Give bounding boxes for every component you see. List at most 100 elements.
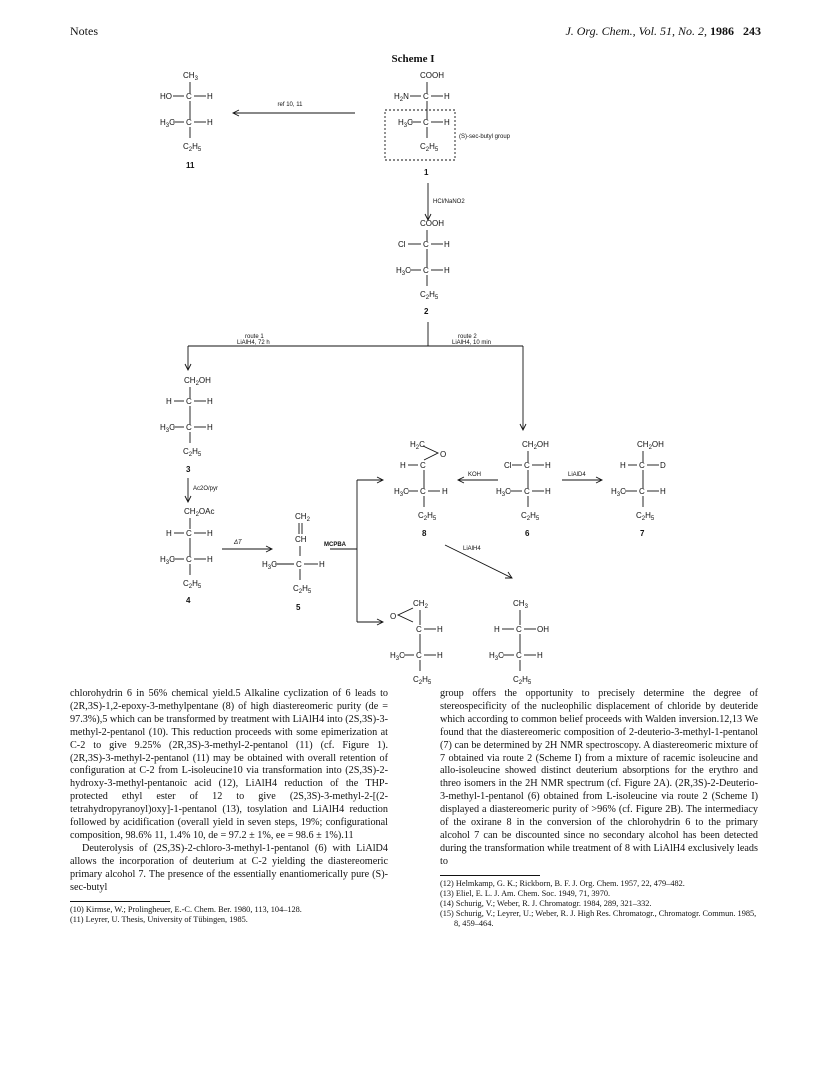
svg-text:C: C — [420, 487, 426, 496]
svg-text:H3C: H3C — [489, 651, 504, 662]
svg-text:C2H5: C2H5 — [420, 142, 439, 153]
svg-text:HO: HO — [160, 92, 172, 101]
svg-text:O: O — [440, 450, 446, 459]
svg-text:C: C — [639, 487, 645, 496]
svg-text:C: C — [296, 560, 302, 569]
svg-text:C: C — [516, 625, 522, 634]
svg-text:H: H — [444, 118, 450, 127]
svg-text:H: H — [444, 266, 450, 275]
svg-text:H: H — [442, 487, 448, 496]
svg-text:H: H — [537, 651, 543, 660]
svg-text:H: H — [620, 461, 626, 470]
svg-text:H3C: H3C — [160, 423, 175, 434]
svg-text:OH: OH — [537, 625, 549, 634]
compound-label-8: 8 — [422, 529, 427, 538]
svg-text:C2H5: C2H5 — [420, 290, 439, 301]
svg-text:C: C — [516, 651, 522, 660]
right-column: group offers the opportunity to precisel… — [440, 688, 758, 929]
svg-text:D: D — [660, 461, 666, 470]
svg-text:H: H — [166, 397, 172, 406]
svg-text:CH2OH: CH2OH — [522, 440, 549, 451]
svg-text:Cl: Cl — [398, 240, 406, 249]
svg-text:H3C: H3C — [262, 560, 277, 571]
svg-text:H: H — [207, 118, 213, 127]
svg-text:C2H5: C2H5 — [183, 579, 202, 590]
compound-label-7: 7 — [640, 529, 645, 538]
arrow-label-lialh4: LiAlH4 — [463, 546, 481, 552]
left-paragraph-2: Deuterolysis of (2S,3S)-2-chloro-3-methy… — [70, 842, 388, 893]
svg-text:C: C — [524, 461, 530, 470]
route1-conditions: LiAlH4, 72 h — [237, 340, 270, 346]
compound-label-3: 3 — [186, 465, 191, 474]
svg-text:H2N: H2N — [394, 92, 409, 103]
svg-text:H3C: H3C — [398, 118, 413, 129]
svg-text:C: C — [186, 92, 192, 101]
route2-label: route 2 — [458, 334, 477, 340]
svg-text:H: H — [207, 555, 213, 564]
svg-text:C2H5: C2H5 — [636, 511, 655, 522]
running-head-journal: J. Org. Chem., Vol. 51, No. 2, 1986 243 — [565, 24, 761, 39]
compound-label-4: 4 — [186, 596, 191, 605]
svg-text:C: C — [423, 266, 429, 275]
sec-butyl-label: (S)-sec-butyl group — [459, 134, 511, 140]
page-number: 243 — [743, 24, 761, 38]
svg-text:C2H5: C2H5 — [418, 511, 437, 522]
svg-text:H: H — [207, 423, 213, 432]
svg-text:H2C: H2C — [410, 440, 425, 451]
route1-label: route 1 — [245, 334, 264, 340]
svg-text:H: H — [400, 461, 406, 470]
arrow-label-ref: ref 10, 11 — [278, 102, 304, 108]
svg-text:COOH: COOH — [420, 71, 444, 80]
scheme-title: Scheme I — [391, 53, 434, 65]
svg-text:C2H5: C2H5 — [183, 447, 202, 458]
svg-text:C: C — [186, 118, 192, 127]
svg-text:C: C — [423, 92, 429, 101]
svg-text:H: H — [545, 487, 551, 496]
svg-text:CH2OH: CH2OH — [184, 376, 211, 387]
svg-text:CH: CH — [295, 535, 307, 544]
svg-text:CH2OH: CH2OH — [637, 440, 664, 451]
svg-text:H: H — [494, 625, 500, 634]
arrow-label-ac2o: Ac2O/pyr — [193, 486, 218, 492]
footnote-12: (12) Helmkamp, G. K.; Rickborn, B. F. J.… — [440, 878, 685, 888]
svg-text:C2H5: C2H5 — [293, 584, 312, 595]
footnote-11: (11) Leyrer, U. Thesis, University of Tü… — [70, 914, 248, 924]
compound-label-2: 2 — [424, 307, 429, 316]
svg-text:C: C — [186, 555, 192, 564]
svg-text:H: H — [444, 92, 450, 101]
svg-text:C: C — [186, 397, 192, 406]
svg-text:C: C — [423, 240, 429, 249]
svg-text:C: C — [420, 461, 426, 470]
svg-text:O: O — [390, 612, 396, 621]
footnote-rule — [70, 900, 170, 902]
svg-text:H3C: H3C — [496, 487, 511, 498]
svg-text:H: H — [444, 240, 450, 249]
route2-conditions: LiAlH4, 10 min — [452, 340, 491, 346]
svg-text:H3C: H3C — [396, 266, 411, 277]
svg-text:CH2: CH2 — [413, 599, 429, 610]
svg-text:H: H — [437, 625, 443, 634]
svg-text:H3C: H3C — [160, 118, 175, 129]
svg-text:C2H5: C2H5 — [513, 675, 532, 685]
svg-text:CH3: CH3 — [183, 71, 199, 82]
arrow-label-delta-t: ΔT — [233, 540, 243, 546]
arrow-label-hcl: HCl/NaNO2 — [433, 199, 465, 205]
svg-text:H: H — [319, 560, 325, 569]
svg-text:C: C — [524, 487, 530, 496]
footnote-13: (13) Eliel, E. L. J. Am. Chem. Soc. 1949… — [440, 888, 611, 898]
left-column: chlorohydrin 6 in 56% chemical yield.5 A… — [70, 688, 388, 925]
arrow-label-mcpba: MCPBA — [324, 542, 347, 548]
svg-text:C: C — [186, 423, 192, 432]
svg-text:H3C: H3C — [390, 651, 405, 662]
footnote-15: (15) Schurig, V.; Leyrer, U.; Weber, R. … — [440, 908, 757, 928]
svg-text:H: H — [166, 529, 172, 538]
svg-text:C: C — [416, 625, 422, 634]
compound-label-6: 6 — [525, 529, 530, 538]
